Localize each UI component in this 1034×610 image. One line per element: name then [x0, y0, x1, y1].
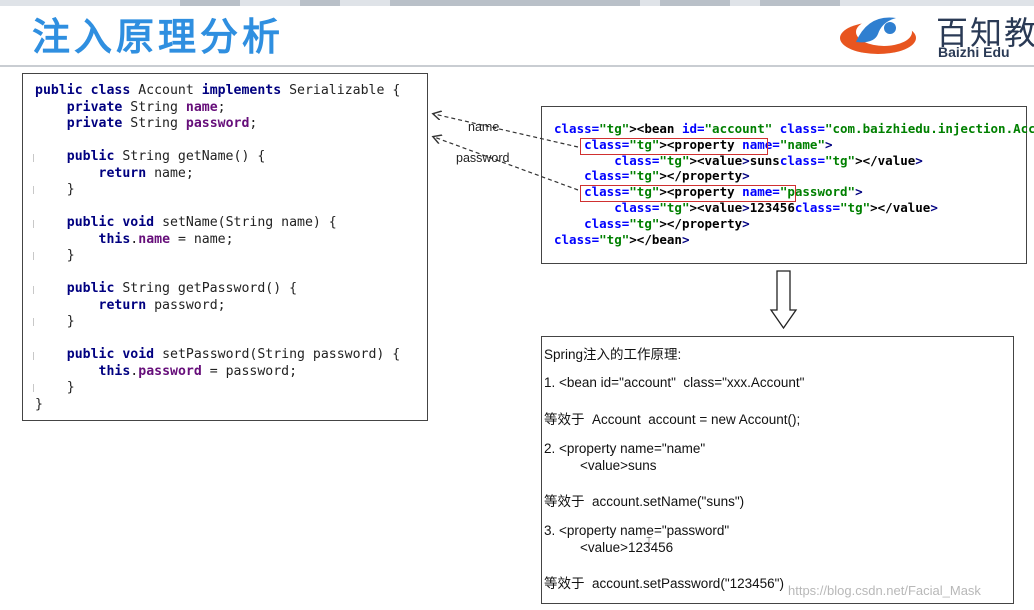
property-name-highlight-box — [580, 138, 768, 155]
logo-english-text: Baizhi Edu — [938, 44, 1010, 60]
top-toolbar-strip — [0, 0, 1034, 6]
password-dashed-arrow — [434, 137, 579, 191]
step2-equivalent: 等效于 account.setName("suns") — [544, 494, 745, 509]
step2-value: <value>suns — [580, 458, 657, 473]
code-line: this.name = name; — [98, 231, 234, 247]
slide-header: 注入原理分析 百知教 Baizhi Edu — [0, 6, 1034, 64]
xml-config-listing: class="tg"><bean id="account" class="com… — [554, 121, 1034, 247]
code-line: public class Account implements Serializ… — [35, 83, 401, 98]
down-arrow-icon — [769, 270, 798, 330]
code-line: } — [35, 396, 43, 412]
code-line: private String name; — [66, 99, 226, 115]
xml-line: class="tg"><property name="name"> — [584, 136, 833, 152]
xml-line: class="tg"></property> — [584, 168, 750, 184]
step3-text: 3. <property name="password" — [544, 523, 730, 538]
slide-title: 注入原理分析 — [32, 15, 285, 59]
code-line: } — [35, 380, 75, 395]
explanation-panel: Spring注入的工作原理: 1. <bean id="account" cla… — [541, 336, 1014, 604]
code-line: this.password = password; — [98, 363, 298, 379]
step3-equivalent: 等效于 account.setPassword("123456") — [544, 576, 784, 591]
step3-value: <value>123456 — [580, 540, 674, 555]
xml-line: class="tg"><bean id="account" class="com… — [554, 121, 1034, 136]
xml-line: class="tg"></property> — [584, 215, 750, 231]
code-line: private String password; — [66, 116, 258, 131]
logo-chinese-text: 百知教 — [936, 14, 1034, 52]
code-line: public void setPassword(String password)… — [66, 347, 401, 362]
header-divider — [0, 65, 1034, 67]
code-line: return password; — [98, 297, 226, 313]
password-arrow-label: password — [456, 151, 510, 165]
step1-text: 1. <bean id="account" class="xxx.Account… — [544, 375, 805, 390]
baizhi-logo-icon — [840, 17, 916, 54]
code-line: } — [35, 248, 75, 263]
name-arrow-label: name — [468, 120, 500, 134]
code-line: } — [35, 314, 75, 329]
xml-config-panel: class="tg"><bean id="account" class="com… — [541, 106, 1034, 264]
xml-line: class="tg"><value>sunsclass="tg"></value… — [614, 152, 923, 168]
xml-line: class="tg"><property name="password"> — [584, 184, 863, 200]
step1-equivalent: 等效于 Account account = new Account(); — [544, 412, 801, 427]
code-line: public String getPassword() { — [66, 281, 298, 296]
xml-line: class="tg"><value>123456class="tg"></val… — [614, 199, 938, 215]
xml-line: class="tg"></bean> — [554, 231, 690, 247]
code-line: public void setName(String name) { — [66, 215, 337, 230]
watermark-url: https://blog.csdn.net/Facial_Mask — [788, 583, 981, 598]
code-line: public String getName() { — [66, 149, 266, 164]
java-code-panel: public class Account implements Serializ… — [22, 73, 428, 421]
java-code-listing: public class Account implements Serializ… — [35, 83, 400, 413]
code-line: } — [35, 182, 75, 197]
code-line: return name; — [98, 165, 194, 181]
property-password-highlight-box — [580, 185, 796, 202]
mouse-cursor-icon: ⌶ — [646, 536, 652, 547]
name-dashed-arrow — [434, 114, 579, 148]
explanation-title: Spring注入的工作原理: — [544, 347, 682, 362]
step2-text: 2. <property name="name" — [544, 441, 706, 456]
